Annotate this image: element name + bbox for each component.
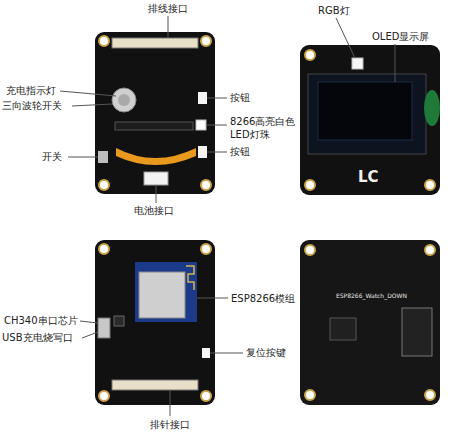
leader-line [170, 390, 171, 416]
fpc-connector [112, 38, 198, 48]
mount-hole [99, 244, 109, 254]
dial-switch [118, 94, 130, 106]
mount-hole [425, 390, 435, 400]
oled-screen [318, 82, 412, 140]
part-label: 充电指示灯 [6, 84, 56, 97]
leader-line [68, 157, 98, 158]
part-label: 8266高亮白色 LED灯珠 [230, 115, 302, 141]
leader-line [60, 91, 116, 96]
leader-line [210, 353, 243, 354]
leader-line [82, 332, 98, 338]
mount-hole [201, 244, 211, 254]
pad-row [115, 122, 193, 130]
leader-line [156, 185, 157, 203]
mount-hole [305, 50, 315, 60]
mount-hole [99, 391, 109, 401]
esp-shield [139, 272, 185, 318]
usb-port [98, 318, 110, 338]
mount-hole [99, 36, 109, 46]
mount-hole [305, 245, 315, 255]
reset-button [202, 348, 210, 358]
silkscreen-text: LC [358, 168, 379, 186]
mount-hole [99, 180, 109, 190]
mount-hole [425, 180, 435, 190]
battery-connector [144, 172, 168, 185]
ch340-chip [114, 316, 124, 326]
mount-hole [201, 391, 211, 401]
leader-line [207, 98, 227, 99]
part-label: 按钮 [230, 91, 250, 104]
part-label: CH340串口芯片 [4, 314, 78, 327]
part-label: 开关 [42, 150, 62, 163]
part-label: 电池接口 [134, 204, 174, 217]
part-label: 按钮 [230, 145, 250, 158]
mount-hole [305, 390, 315, 400]
leader-line [206, 125, 227, 126]
part-label: OLED显示屏 [372, 30, 429, 43]
pad-square [330, 318, 356, 340]
leader-line [168, 16, 169, 38]
leader-line [395, 44, 396, 82]
part-label: 排针接口 [150, 418, 190, 431]
white-led [196, 120, 206, 130]
dial-wheel [424, 90, 440, 126]
leader-line [80, 321, 98, 323]
oled-glass [308, 74, 426, 154]
button [198, 146, 207, 158]
pcb-board [95, 240, 215, 405]
leader-line [207, 152, 227, 153]
mount-hole [201, 36, 211, 46]
part-label: RGB灯 [318, 4, 350, 17]
button [198, 92, 207, 104]
silkscreen-text: ESP8266_Watch_DOWN [336, 291, 407, 300]
mount-hole [305, 180, 315, 190]
oled-flex-cable [116, 148, 196, 165]
part-label: 三向波轮开关 [2, 99, 62, 112]
mount-hole [425, 245, 435, 255]
pin-connector [112, 380, 198, 390]
header-block [402, 308, 432, 356]
pcb-board [300, 45, 440, 195]
part-label: 复位按键 [246, 346, 286, 359]
dial-switch [112, 88, 136, 112]
part-label: 排线接口 [148, 2, 188, 15]
esp-module [135, 262, 197, 322]
part-label: ESP8266模组 [231, 292, 295, 305]
power-switch [98, 151, 108, 163]
leader-line [197, 298, 228, 299]
leader-lines [60, 16, 395, 416]
antenna-trace [186, 266, 194, 290]
part-label: USB充电烧写口 [2, 331, 73, 344]
leader-line [336, 18, 355, 58]
rgb-led [352, 58, 363, 69]
pcb-board [95, 32, 215, 194]
pcb-board [300, 240, 440, 405]
leader-line [72, 104, 112, 106]
mount-hole [201, 180, 211, 190]
